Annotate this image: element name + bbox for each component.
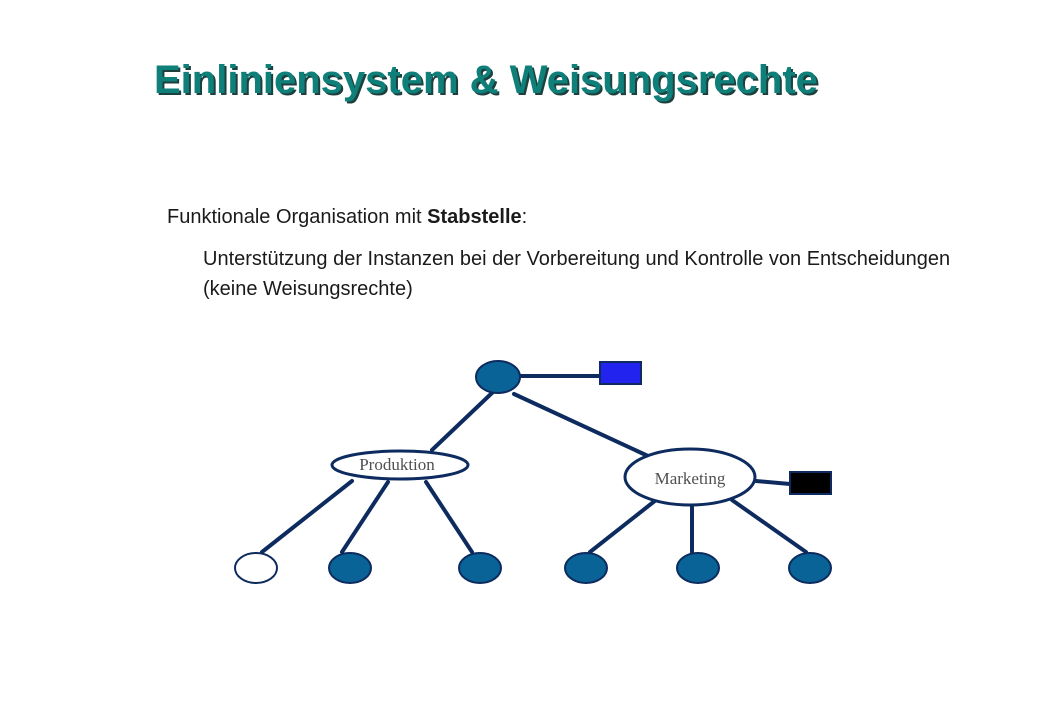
edge-top-marketing <box>512 392 650 458</box>
slide-title: Einliniensystem & Weisungsrechte <box>154 58 818 102</box>
subtitle-suffix: : <box>521 206 528 228</box>
subtitle-bold: Stabstelle <box>427 206 522 228</box>
marketing-node <box>623 447 757 507</box>
edge-produktion-child-2 <box>340 480 390 554</box>
produktion-label: Produktion <box>359 455 435 474</box>
top-instance-node <box>475 360 521 394</box>
edge-marketing-staff <box>754 479 792 486</box>
marketing-child-node-1 <box>564 552 608 584</box>
subtitle: Funktionale Organisation mit Stabstelle: <box>167 206 527 229</box>
description: Unterstützung der Instanzen bei der Vorb… <box>203 248 951 300</box>
produktion-child-node-2 <box>328 552 372 584</box>
marketing-child-node-3 <box>788 552 832 584</box>
edge-marketing-child-3 <box>730 498 808 554</box>
marketing-child-node-2 <box>676 552 720 584</box>
edge-top-produktion <box>430 390 495 452</box>
edge-produktion-child-3 <box>424 480 474 554</box>
marketing-label: Marketing <box>655 469 726 488</box>
edge-marketing-child-1 <box>588 498 658 554</box>
produktion-node <box>330 449 470 481</box>
staff-position-top <box>599 361 642 385</box>
subtitle-prefix: Funktionale Organisation mit <box>167 206 428 228</box>
produktion-child-node-1 <box>234 552 278 584</box>
produktion-child-node-3 <box>458 552 502 584</box>
staff-position-marketing <box>789 471 832 495</box>
edge-produktion-child-1 <box>260 479 354 554</box>
